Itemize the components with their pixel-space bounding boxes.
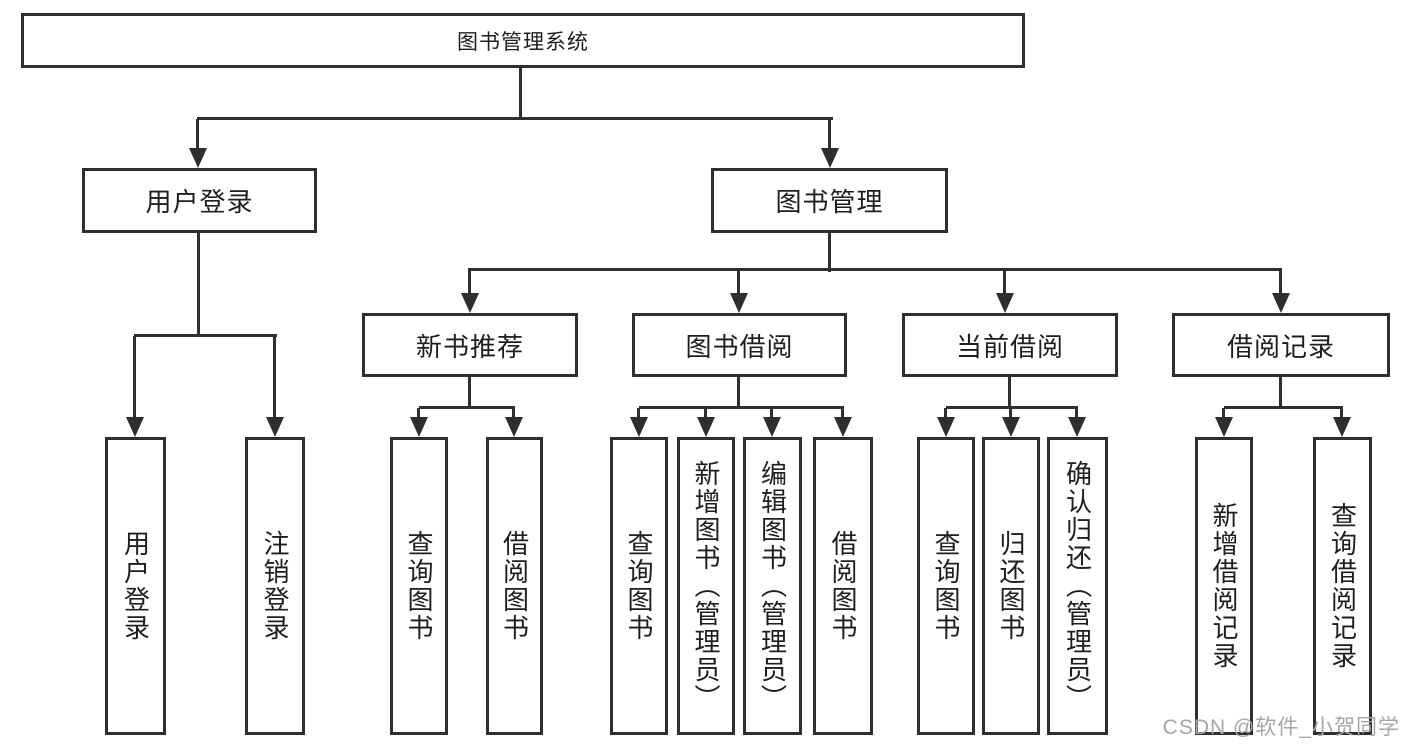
leaf-edit-books-admin: 编辑图书（管理员） bbox=[743, 437, 802, 735]
arrowhead-down-icon bbox=[126, 417, 144, 437]
connector-line bbox=[419, 406, 515, 409]
connector-line bbox=[1224, 406, 1343, 409]
node-label: 编辑图书（管理员） bbox=[757, 460, 788, 712]
connector-line bbox=[197, 233, 200, 337]
connector-line bbox=[737, 270, 740, 296]
node-label: 图书借阅 bbox=[685, 331, 794, 362]
connector-line bbox=[946, 406, 1078, 409]
node-label: 新增图书（管理员） bbox=[691, 460, 721, 712]
leaf-borrow-books: 借阅图书 bbox=[813, 437, 873, 735]
arrowhead-down-icon bbox=[821, 148, 839, 168]
arrowhead-down-icon bbox=[1215, 417, 1233, 437]
connector-line bbox=[468, 270, 471, 296]
node-library-management-system: 图书管理系统 bbox=[21, 13, 1025, 68]
connector-line bbox=[134, 334, 277, 337]
leaf-query-borrow-record: 查询借阅记录 bbox=[1313, 437, 1372, 735]
leaf-add-borrow-record: 新增借阅记录 bbox=[1195, 437, 1253, 735]
connector-line bbox=[468, 268, 1282, 271]
connector-line bbox=[1279, 270, 1282, 296]
arrowhead-down-icon bbox=[1068, 417, 1086, 437]
node-label: 图书管理 bbox=[775, 187, 884, 217]
node-label: 借阅图书 bbox=[499, 530, 530, 642]
leaf-query-books-current: 查询图书 bbox=[917, 437, 975, 735]
arrowhead-down-icon bbox=[266, 417, 284, 437]
arrowhead-down-icon bbox=[1333, 417, 1351, 437]
arrowhead-down-icon bbox=[410, 417, 428, 437]
arrowhead-down-icon bbox=[1002, 417, 1020, 437]
arrowhead-down-icon bbox=[461, 293, 479, 313]
node-current-borrowing: 当前借阅 bbox=[902, 313, 1118, 377]
connector-line bbox=[519, 68, 522, 119]
node-label: 借阅图书 bbox=[828, 530, 858, 642]
arrowhead-down-icon bbox=[1272, 293, 1290, 313]
connector-line bbox=[273, 336, 276, 420]
leaf-query-books-borrowing: 查询图书 bbox=[610, 437, 668, 735]
leaf-confirm-return-admin: 确认归还（管理员） bbox=[1047, 437, 1108, 735]
node-label: 归还图书 bbox=[996, 530, 1026, 642]
arrowhead-down-icon bbox=[189, 148, 207, 168]
node-label: 查询图书 bbox=[624, 530, 654, 642]
node-label: 用户登录 bbox=[120, 530, 151, 642]
node-label: 新增借阅记录 bbox=[1209, 502, 1239, 670]
connector-line bbox=[417, 408, 420, 421]
leaf-add-books-admin: 新增图书（管理员） bbox=[677, 437, 735, 735]
leaf-query-books-recommend: 查询图书 bbox=[390, 437, 448, 735]
node-label: 查询图书 bbox=[404, 530, 434, 642]
node-label: 当前借阅 bbox=[955, 331, 1064, 362]
connector-line bbox=[512, 408, 515, 421]
connector-line bbox=[1008, 375, 1011, 409]
leaf-logout: 注销登录 bbox=[245, 437, 305, 735]
connector-line bbox=[770, 408, 773, 421]
connector-line bbox=[1279, 375, 1282, 409]
arrowhead-down-icon bbox=[730, 293, 748, 313]
arrowhead-down-icon bbox=[834, 417, 852, 437]
node-label: 借阅记录 bbox=[1226, 331, 1335, 362]
connector-line bbox=[468, 375, 471, 409]
node-label: 新书推荐 bbox=[415, 331, 524, 362]
connector-line bbox=[944, 408, 947, 421]
node-label: 注销登录 bbox=[260, 530, 290, 642]
node-new-book-recommendation: 新书推荐 bbox=[362, 313, 578, 377]
connector-line bbox=[828, 119, 831, 154]
connector-line bbox=[197, 117, 833, 120]
connector-line bbox=[1003, 270, 1006, 296]
node-label: 用户登录 bbox=[145, 187, 254, 217]
arrowhead-down-icon bbox=[763, 417, 781, 437]
connector-line bbox=[828, 232, 831, 272]
leaf-user-login: 用户登录 bbox=[105, 437, 166, 735]
arrowhead-down-icon bbox=[505, 417, 523, 437]
node-label: 查询图书 bbox=[931, 530, 961, 642]
connector-line bbox=[737, 375, 740, 409]
node-book-management: 图书管理 bbox=[711, 168, 948, 233]
node-label: 图书管理系统 bbox=[457, 30, 589, 54]
connector-line bbox=[639, 406, 844, 409]
connector-line bbox=[1009, 408, 1012, 421]
arrowhead-down-icon bbox=[937, 417, 955, 437]
connector-line bbox=[1222, 408, 1225, 421]
node-book-borrowing: 图书借阅 bbox=[632, 313, 847, 377]
node-borrowing-records: 借阅记录 bbox=[1172, 313, 1390, 377]
arrowhead-down-icon bbox=[697, 417, 715, 437]
leaf-borrow-books-recommend: 借阅图书 bbox=[486, 437, 543, 735]
node-user-login: 用户登录 bbox=[82, 168, 317, 233]
watermark: CSDN @软件_小贺同学 bbox=[1162, 716, 1400, 739]
connector-line bbox=[1075, 408, 1078, 421]
connector-line bbox=[841, 408, 844, 421]
connector-line bbox=[637, 408, 640, 421]
connector-line bbox=[133, 336, 136, 420]
node-label: 查询借阅记录 bbox=[1327, 502, 1358, 670]
arrowhead-down-icon bbox=[996, 293, 1014, 313]
node-label: 确认归还（管理员） bbox=[1062, 460, 1093, 712]
leaf-return-books: 归还图书 bbox=[982, 437, 1040, 735]
connector-line bbox=[196, 119, 199, 154]
connector-line bbox=[1340, 408, 1343, 421]
connector-line bbox=[704, 408, 707, 421]
arrowhead-down-icon bbox=[630, 417, 648, 437]
